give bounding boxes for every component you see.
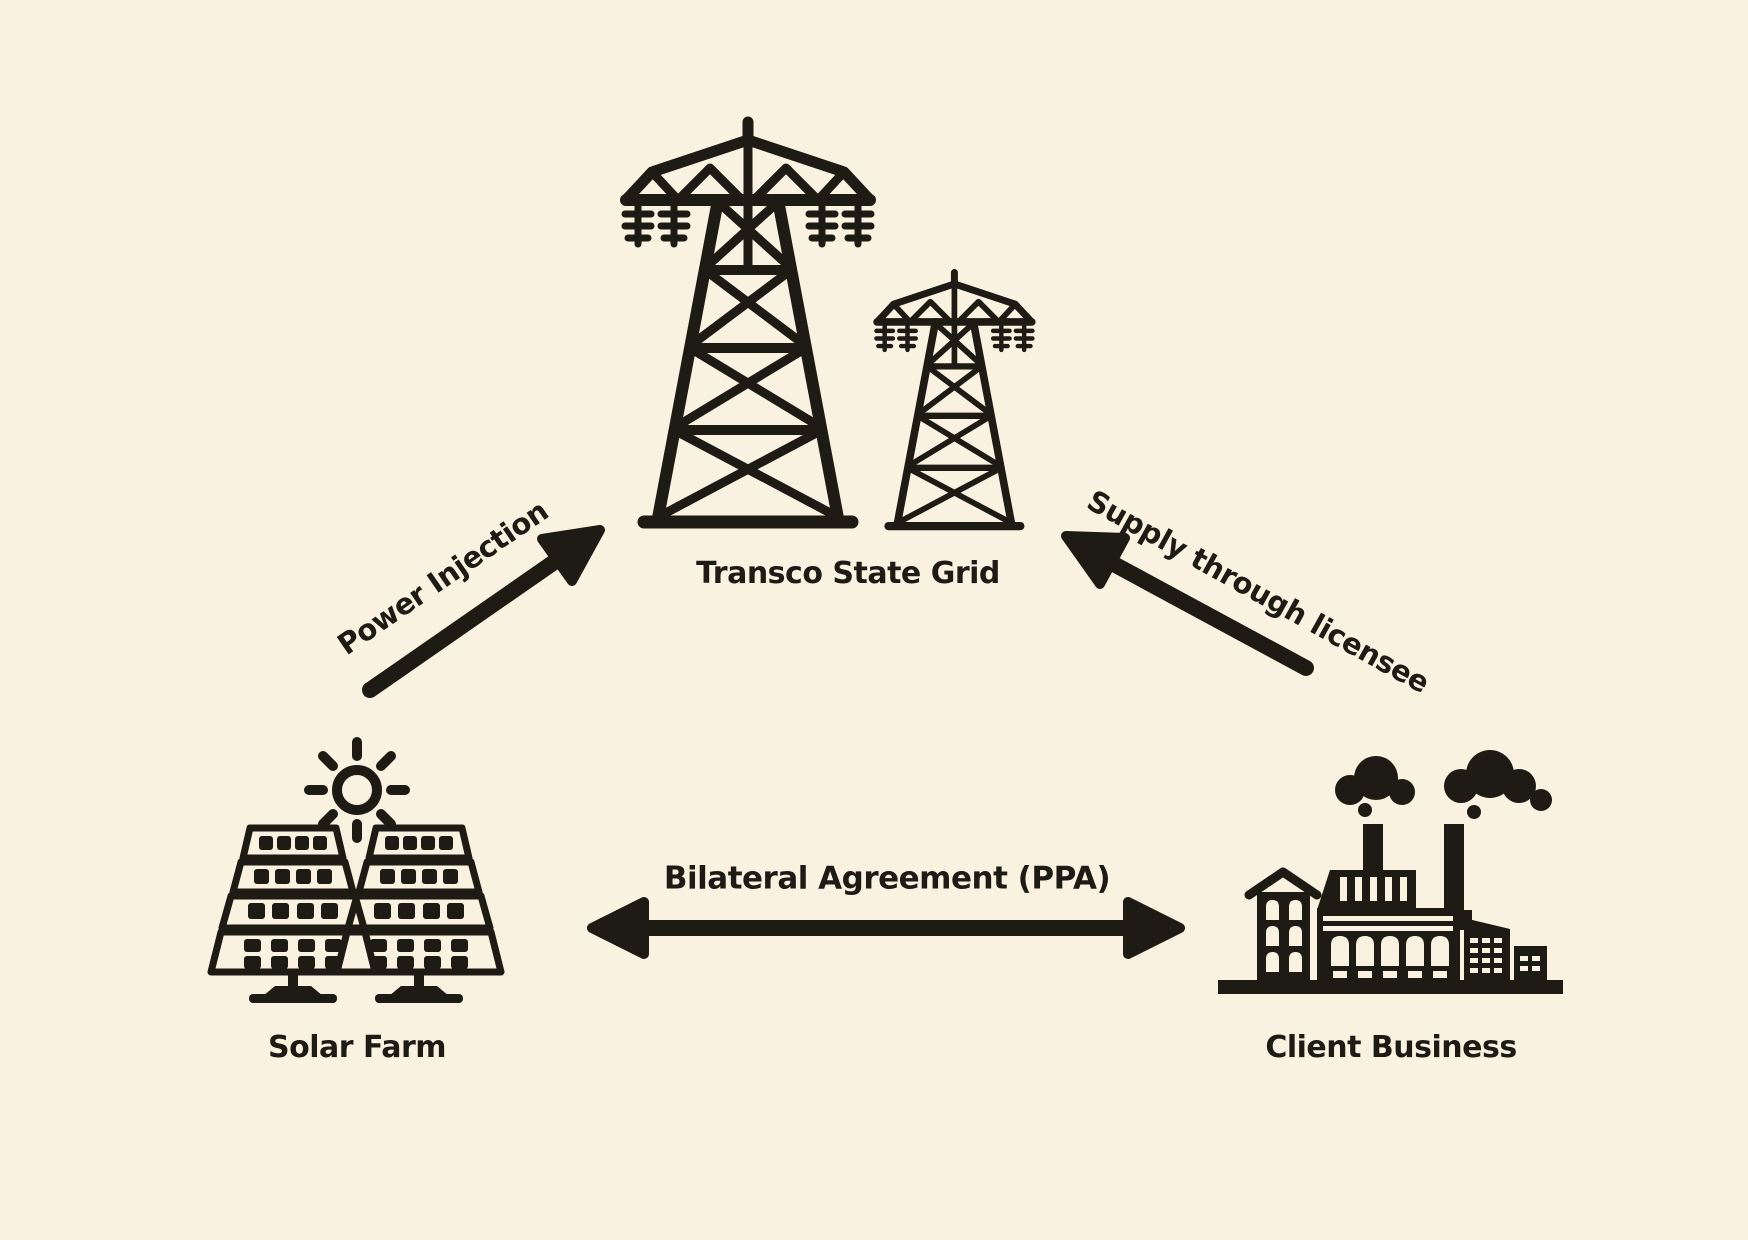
power-injection-arrow bbox=[362, 525, 605, 698]
client-business-label: Client Business bbox=[1265, 1030, 1517, 1065]
solar-farm-icon bbox=[207, 737, 501, 1003]
grid-label: Transco State Grid bbox=[696, 556, 1000, 591]
bilateral-agreement-arrow bbox=[587, 897, 1185, 959]
transmission-tower-small-icon bbox=[876, 273, 1032, 527]
solar-farm-label: Solar Farm bbox=[267, 1030, 447, 1065]
transmission-tower-large-icon bbox=[625, 122, 871, 522]
chimney-icon bbox=[1444, 824, 1464, 924]
bilateral-agreement-label: Bilateral Agreement (PPA) bbox=[663, 860, 1111, 897]
factory-icon bbox=[1218, 750, 1563, 994]
smoke-icon bbox=[1335, 750, 1552, 819]
chimney-icon bbox=[1363, 824, 1383, 880]
sun-icon bbox=[304, 737, 410, 843]
supply-through-licensee-arrow bbox=[1061, 531, 1314, 676]
